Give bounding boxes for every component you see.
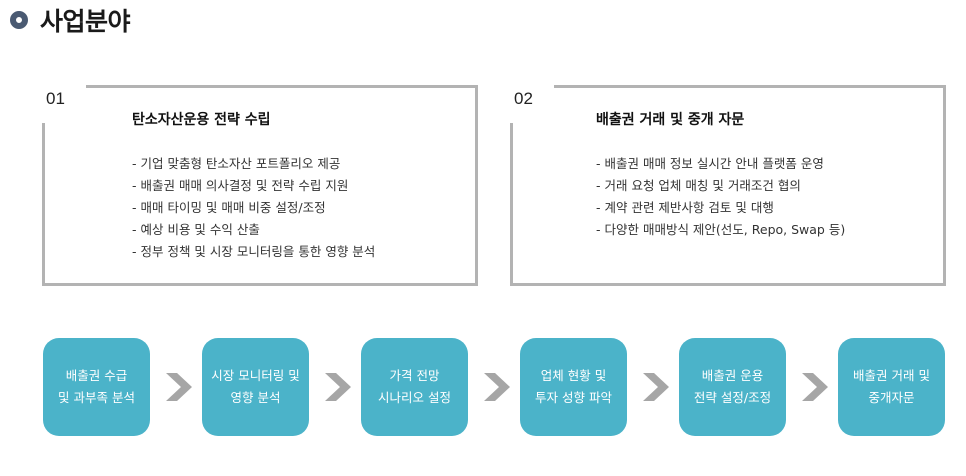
step-label-line: 시장 모니터링 및: [211, 368, 300, 383]
business-card-strategy: 01 탄소자산운용 전략 수립 - 기업 맞춤형 탄소자산 포트폴리오 제공 -…: [42, 85, 478, 286]
step-label-line: 중개자문: [868, 390, 915, 405]
chevron-right-icon: [325, 373, 351, 401]
step-label-line: 시나리오 설정: [378, 390, 451, 405]
list-item: - 거래 요청 업체 매칭 및 거래조건 협의: [596, 178, 801, 193]
list-item: - 매매 타이밍 및 매매 비중 설정/조정: [132, 200, 326, 215]
step-label-line: 배출권 수급: [65, 368, 128, 383]
chevron-right-icon: [166, 373, 192, 401]
step-label-line: 전략 설정/조정: [693, 390, 772, 405]
list-item: - 기업 맞춤형 탄소자산 포트폴리오 제공: [132, 156, 341, 171]
list-item: - 배출권 매매 정보 실시간 안내 플랫폼 운영: [596, 156, 824, 171]
step-label-line: 업체 현황 및: [540, 368, 607, 383]
step-label-line: 가격 전망: [389, 368, 440, 383]
chevron-right-icon: [484, 373, 510, 401]
chevron-right-icon: [802, 373, 828, 401]
step-label-line: 배출권 운용: [701, 368, 764, 383]
section-header: 사업분야: [10, 0, 131, 40]
step-label-line: 영향 분석: [230, 390, 281, 405]
card-number: 01: [46, 89, 65, 108]
card-item-list: - 배출권 매매 정보 실시간 안내 플랫폼 운영 - 거래 요청 업체 매칭 …: [596, 153, 845, 241]
card-number: 02: [514, 89, 533, 108]
list-item: - 계약 관련 제반사항 검토 및 대행: [596, 200, 774, 215]
card-title: 배출권 거래 및 중개 자문: [596, 112, 745, 128]
list-item: - 다양한 매매방식 제안(선도, Repo, Swap 등): [596, 222, 846, 237]
list-item: - 정부 정책 및 시장 모니터링을 통한 영향 분석: [132, 244, 376, 259]
business-card-brokerage: 02 배출권 거래 및 중개 자문 - 배출권 매매 정보 실시간 안내 플랫폼…: [510, 85, 946, 286]
chevron-right-icon: [643, 373, 669, 401]
card-item-list: - 기업 맞춤형 탄소자산 포트폴리오 제공 - 배출권 매매 의사결정 및 전…: [132, 153, 375, 263]
list-item: - 예상 비용 및 수익 산출: [132, 222, 260, 237]
card-title: 탄소자산운용 전략 수립: [132, 112, 271, 128]
section-title: 사업분야: [40, 7, 131, 36]
step-label-line: 투자 성향 파악: [535, 390, 612, 405]
step-label-line: 및 과부족 분석: [58, 390, 135, 405]
step-label-line: 배출권 거래 및: [853, 368, 930, 383]
circle-bullet-icon: [10, 11, 28, 29]
list-item: - 배출권 매매 의사결정 및 전략 수립 지원: [132, 178, 349, 193]
